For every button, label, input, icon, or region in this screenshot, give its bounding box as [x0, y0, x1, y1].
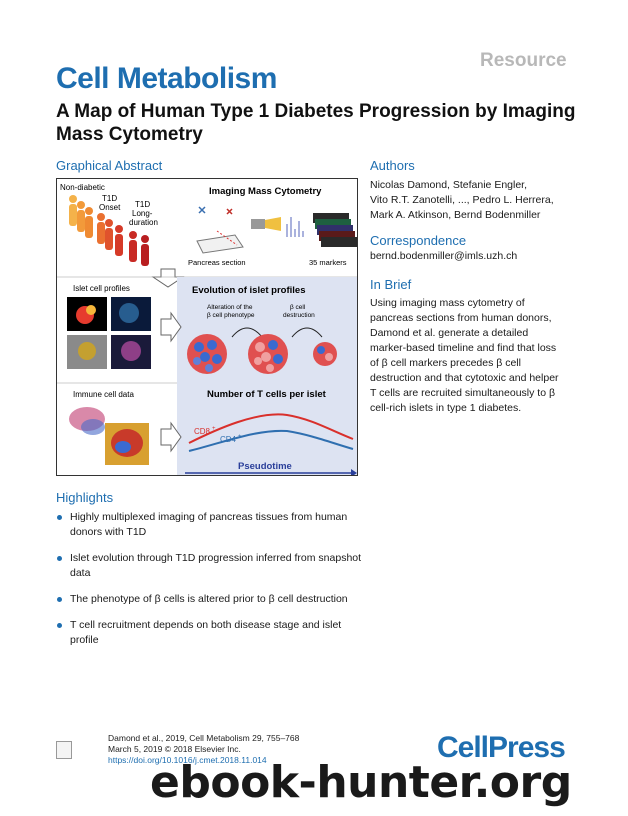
label-pancreas-section: Pancreas section [188, 258, 246, 267]
label-alteration-1: Alteration of the [207, 304, 253, 311]
brief-line: T cells are recruited simultaneously to … [370, 387, 556, 399]
label-imc: Imaging Mass Cytometry [209, 186, 322, 197]
islet-stage-1 [187, 334, 227, 374]
label-t1d-long-2: Long- [132, 209, 153, 218]
journal-name[interactable]: Cell Metabolism [56, 62, 277, 95]
highlight-item: Highly multiplexed imaging of pancreas t… [56, 510, 366, 540]
label-beta-1: β cell [290, 304, 306, 311]
brief-line: Damond et al. generate a detailed [370, 327, 529, 339]
arrow-destruction [291, 327, 323, 338]
cd4-curve [188, 429, 354, 452]
imc-schematic [196, 206, 357, 254]
label-t1d-long-1: T1D [135, 200, 150, 209]
donor-figures [69, 195, 149, 266]
brief-line: Using imaging mass cytometry of [370, 297, 525, 309]
brief-line: destruction and that cytotoxic and helpe… [370, 372, 559, 384]
label-non-diabetic: Non-diabetic [60, 183, 105, 192]
check-for-updates-icon[interactable] [56, 741, 72, 759]
label-evolution: Evolution of islet profiles [192, 285, 305, 296]
doi-link[interactable]: https://doi.org/10.1016/j.cmet.2018.11.0… [108, 755, 267, 765]
graphical-abstract-heading: Graphical Abstract [56, 158, 163, 173]
cd8-curve [188, 413, 354, 444]
brief-line: pancreas sections from human donors, [370, 312, 552, 324]
author-line: Nicolas Damond, Stefanie Engler, [370, 179, 528, 191]
correspondence-email[interactable]: bernd.bodenmiller@imls.uzh.ch [370, 250, 518, 262]
islet-stage-3 [313, 342, 337, 366]
right-arrow-2 [160, 421, 182, 453]
label-pseudotime: Pseudotime [238, 461, 292, 472]
label-cd8: CD8 [194, 427, 211, 436]
highlight-item: The phenotype of β cells is altered prio… [56, 592, 366, 607]
author-line: Vito R.T. Zanotelli, ..., Pedro L. Herre… [370, 194, 554, 206]
highlights-heading: Highlights [56, 490, 114, 505]
marker-stack [313, 213, 357, 247]
brief-line: marker-based timeline and find that loss [370, 342, 557, 354]
label-beta-2: destruction [283, 312, 315, 319]
islet-images [67, 297, 151, 369]
authors-list: Nicolas Damond, Stefanie Engler, Vito R.… [370, 178, 590, 223]
arrow-alteration [231, 327, 263, 338]
evolution-panel [177, 277, 357, 475]
immune-images [69, 407, 149, 465]
label-cd8-plus: + [212, 426, 216, 432]
citation-line-2: March 5, 2019 © 2018 Elsevier Inc. [108, 744, 241, 754]
category-label: Resource [480, 50, 567, 71]
islet-stage-2 [248, 334, 288, 374]
highlights-list: Highly multiplexed imaging of pancreas t… [56, 510, 366, 659]
in-brief-text: Using imaging mass cytometry of pancreas… [370, 296, 585, 416]
cellpress-logo: CellPress [437, 731, 566, 764]
brief-line: cell-rich islets in type 1 diabetes. [370, 402, 522, 414]
watermark: ebook-hunter.org [150, 757, 572, 808]
citation: Damond et al., 2019, Cell Metabolism 29,… [108, 733, 299, 766]
correspondence-heading: Correspondence [370, 233, 467, 248]
label-t1d-long-3: duration [129, 218, 158, 227]
label-cd4-plus: + [238, 434, 242, 440]
label-35-markers: 35 markers [309, 258, 347, 267]
label-t-cells: Number of T cells per islet [207, 389, 327, 400]
article-title: A Map of Human Type 1 Diabetes Progressi… [56, 101, 576, 145]
in-brief-heading: In Brief [370, 277, 412, 292]
citation-line-1: Damond et al., 2019, Cell Metabolism 29,… [108, 733, 300, 743]
graphical-abstract: Non-diabetic T1D Onset T1D Long- duratio… [56, 178, 358, 477]
authors-heading: Authors [370, 158, 415, 173]
brief-line: of β cell markers precedes β cell [370, 357, 521, 369]
label-cd4: CD4 [220, 435, 237, 444]
label-alteration-2: β cell phenotype [207, 312, 255, 319]
label-islet-cell-profiles: Islet cell profiles [73, 284, 130, 293]
highlight-item: T cell recruitment depends on both disea… [56, 618, 366, 648]
right-arrow-1 [160, 311, 182, 343]
graphical-abstract-figure: Non-diabetic T1D Onset T1D Long- duratio… [57, 183, 357, 477]
label-t1d-onset-1: T1D [102, 194, 117, 203]
author-line: Mark A. Atkinson, Bernd Bodenmiller [370, 209, 541, 221]
highlight-item: Islet evolution through T1D progression … [56, 551, 366, 581]
label-immune-cell-data: Immune cell data [73, 390, 134, 399]
label-t1d-onset-2: Onset [99, 203, 121, 212]
